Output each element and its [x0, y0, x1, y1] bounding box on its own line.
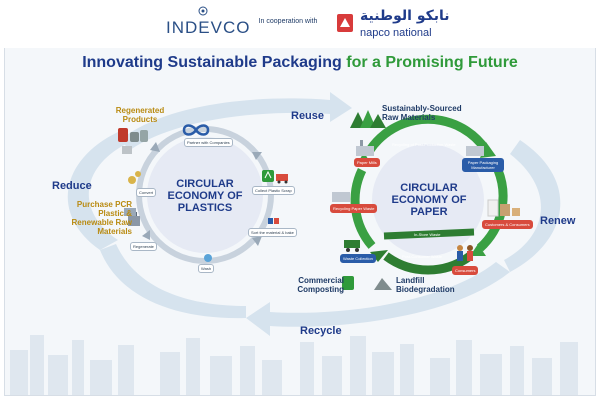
step-partner: Partner with Companies [184, 138, 233, 147]
consumers-icon [457, 245, 473, 261]
recycle-icon [262, 170, 274, 182]
landfill-icon [374, 278, 392, 290]
compost-bin-icon [342, 276, 354, 290]
manufacturer-icon [466, 146, 484, 156]
indevco-brand: INDEVCO [166, 18, 251, 37]
paper-center-label: CIRCULAR ECONOMY OF PAPER [391, 182, 467, 218]
header: INDEVCO In cooperation with نابكو الوطني… [0, 0, 600, 48]
regenerated-products-label: Regenerated Products [115, 106, 165, 124]
node-paper-mills: Paper Mills [354, 158, 380, 167]
indevco-logo-icon [198, 6, 208, 16]
napco-brand-english: napco national [360, 27, 432, 39]
node-waste-collection: Waste Collection [340, 254, 376, 263]
regenerated-products-icon [118, 128, 148, 154]
reduce-label: Reduce [52, 180, 92, 192]
node-manufacturer: Paper Packaging Manufacturer [462, 158, 504, 172]
title-part-2: for a Promising Future [341, 54, 518, 71]
node-recycling: Recycling Paper Waste [330, 204, 378, 213]
plastics-center-label: CIRCULAR ECONOMY OF PLASTICS [167, 178, 243, 214]
city-skyline [10, 335, 578, 395]
napco-brand-arabic: نابكو الوطنية [360, 8, 450, 24]
trees-icon [350, 110, 386, 128]
flow-post-consumer: Post-Consumer Waste [402, 254, 443, 259]
commercial-composting-label: Commercial Composting [297, 276, 344, 294]
page-title: Innovating Sustainable Packaging for a P… [0, 54, 600, 72]
convert-icon [128, 171, 141, 184]
step-convert: Convert [136, 188, 157, 197]
wash-icon [204, 254, 212, 262]
title-part-1: Innovating Sustainable Packaging [82, 54, 342, 71]
flow-in-store: In-Store Waste [414, 232, 441, 237]
cooperation-text: In cooperation with [258, 18, 318, 25]
paper-mill-icon [356, 140, 374, 156]
sort-bins-icon [268, 218, 279, 224]
node-customers: Customers & Consumers [482, 220, 533, 229]
purchase-pcr-label: Purchase PCR Plastic & Renewable Raw Mat… [71, 200, 132, 236]
step-sort: Sort the material & bake [248, 228, 297, 237]
flow-post-production: Recycling of Post-Production Waste [392, 142, 456, 147]
step-wash: Wash [198, 264, 215, 273]
waste-truck-icon [344, 240, 360, 252]
recycling-plant-icon [332, 192, 350, 202]
step-collect: Collect Plastic Scrap [252, 186, 295, 195]
renew-label: Renew [540, 215, 576, 227]
node-consumers: Consumers [452, 266, 479, 275]
paper-products-icon [487, 199, 520, 217]
recycle-label: Recycle [300, 325, 342, 337]
purchase-factory-icon [124, 208, 136, 216]
napco-logo-icon [337, 14, 353, 32]
reuse-label: Reuse [291, 110, 325, 122]
infinity-icon [182, 124, 210, 136]
raw-materials-label: Sustainably-Sourced Raw Materials [382, 104, 462, 122]
truck-icon [276, 174, 288, 184]
step-regenerate: Regenerate [130, 242, 157, 251]
landfill-label: Landfill Biodegradation [396, 276, 455, 294]
